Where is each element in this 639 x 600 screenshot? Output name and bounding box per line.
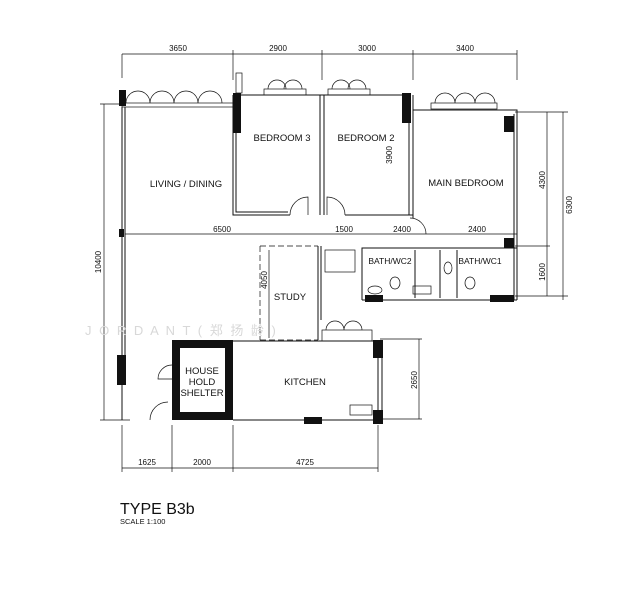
windows [121,72,498,110]
room-bedroom2: BEDROOM 2 [337,133,394,144]
dim-left-total: 10400 [94,250,103,273]
plan-scale: SCALE 1:100 [120,517,165,526]
room-kitchen: KITCHEN [284,377,326,388]
watermark: J O R D A N T ( 郑 扬 龄 ) [85,323,278,338]
dim-right-total: 6300 [565,196,574,214]
dim-right-lower: 1600 [538,263,547,281]
room-shelter-1: HOUSE [185,366,219,377]
dim-bath2: 2400 [393,225,411,234]
dim-top-1: 3650 [169,44,187,53]
dim-study: 4050 [260,271,269,289]
top-dimension-line: 3650 2900 3000 3400 [121,44,518,80]
right-dimension-lines: 4300 1600 6300 2650 [380,111,574,420]
dim-bottom-2: 2000 [193,458,211,467]
room-shelter-3: SHELTER [180,388,223,399]
room-shelter-2: HOLD [189,377,216,388]
room-living-dining: LIVING / DINING [150,179,222,190]
dim-living-width: 6500 [213,225,231,234]
dim-bottom-1: 1625 [138,458,156,467]
room-bath-wc2: BATH/WC2 [368,256,412,266]
plan-title: TYPE B3b [120,501,195,518]
room-bath-wc1: BATH/WC1 [458,256,502,266]
dim-bottom-3: 4725 [296,458,314,467]
dim-top-2: 2900 [269,44,287,53]
dim-top-4: 3400 [456,44,474,53]
dim-top-3: 3000 [358,44,376,53]
room-study: STUDY [274,292,307,303]
room-main-bedroom: MAIN BEDROOM [428,178,504,189]
room-bedroom3: BEDROOM 3 [253,133,310,144]
dim-bath1: 2400 [468,225,486,234]
bottom-dimension-line: 1625 2000 4725 [121,425,379,472]
left-dimension-line: 10400 [94,103,130,421]
walls: 6500 1500 2400 2400 4050 3900 [117,90,518,424]
dim-right-upper: 4300 [538,171,547,189]
dim-kitchen: 2650 [410,371,419,389]
dim-bedroom2: 3900 [385,146,394,164]
dim-1500: 1500 [335,225,353,234]
